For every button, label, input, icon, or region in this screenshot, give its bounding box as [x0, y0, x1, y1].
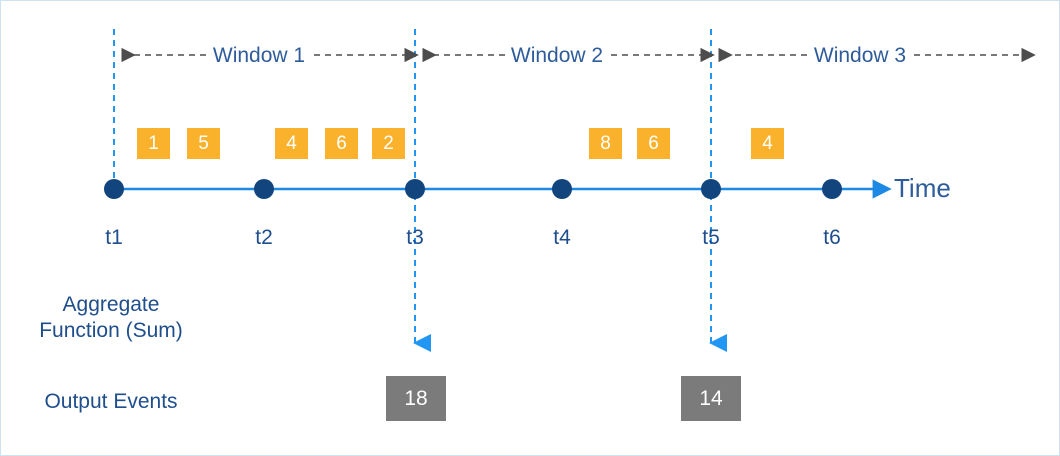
tick-label-t2: t2 [255, 226, 273, 249]
event-box[interactable]: 1 [137, 128, 170, 159]
tick-label-t1: t1 [105, 226, 123, 249]
time-axis-title: Time [894, 173, 951, 203]
time-point-t4 [552, 179, 572, 199]
aggregate-function-label: Aggregate Function (Sum) [39, 293, 183, 343]
time-axis [104, 179, 892, 199]
event-box[interactable]: 4 [275, 128, 308, 159]
window-label-3: Window 3 [813, 44, 907, 67]
window-label-2: Window 2 [510, 44, 604, 67]
output-event-box[interactable]: 14 [681, 376, 741, 421]
time-point-t6 [822, 179, 842, 199]
time-point-t1 [104, 179, 124, 199]
time-point-t2 [254, 179, 274, 199]
output-events-label: Output Events [44, 390, 178, 413]
event-box[interactable]: 2 [372, 128, 405, 159]
time-point-t5 [701, 179, 721, 199]
tick-label-t6: t6 [823, 226, 841, 249]
tick-label-t3: t3 [406, 226, 424, 249]
event-box[interactable]: 8 [589, 128, 622, 159]
window-label-1: Window 1 [212, 44, 306, 67]
event-box[interactable]: 5 [187, 128, 220, 159]
tick-label-t5: t5 [702, 226, 720, 249]
event-box[interactable]: 4 [751, 128, 784, 159]
output-event-box[interactable]: 18 [386, 376, 446, 421]
event-box[interactable]: 6 [637, 128, 670, 159]
time-point-t3 [405, 179, 425, 199]
tick-label-t4: t4 [553, 226, 571, 249]
event-box[interactable]: 6 [325, 128, 358, 159]
